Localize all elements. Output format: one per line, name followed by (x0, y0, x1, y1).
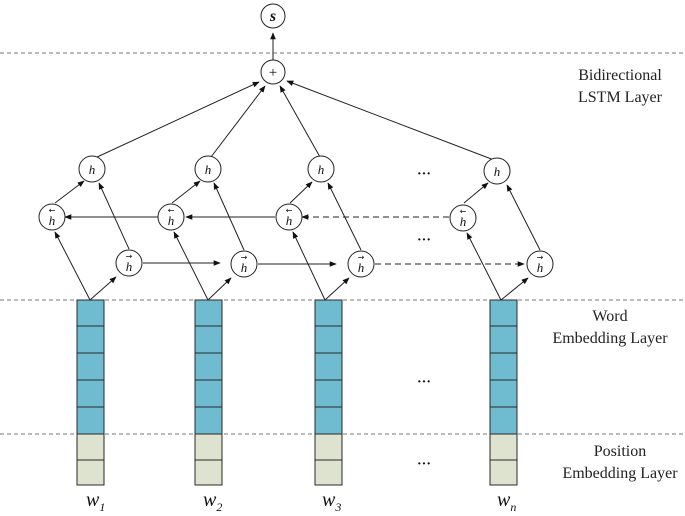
edge-backward3-to-h3 (289, 181, 313, 204)
ellipsis-word-embedding: ··· (417, 375, 431, 390)
backward-node-3-arrow: ← (286, 206, 293, 215)
edge-embn-to-forward (500, 277, 529, 301)
embedding-column-3 (314, 299, 343, 486)
edge-emb3-to-backward (292, 231, 326, 301)
word-label-3: w3 (322, 489, 341, 514)
combine-node (260, 59, 286, 85)
edge-emb2-to-backward (173, 231, 209, 301)
ellipsis-position-embedding: ··· (417, 457, 431, 472)
backward-node-2-label: h (168, 213, 175, 228)
backward-node-1-arrow: ← (49, 206, 56, 215)
forward-node-2: → h (230, 250, 258, 278)
output-node-label: s (269, 8, 276, 25)
position-layer-label-line2: Embedding Layer (562, 465, 678, 482)
hidden-node-n: h (483, 157, 511, 185)
forward-node-n-label: h (537, 260, 544, 275)
backward-node-3-label: h (286, 213, 293, 228)
embedding-column-n (489, 299, 518, 486)
edge-forward3-to-h3 (327, 182, 362, 251)
word-label-2: w2 (203, 489, 222, 514)
forward-node-n: → h (526, 250, 554, 278)
edge-emb1-to-backward (54, 231, 91, 301)
output-node (260, 3, 286, 29)
word-layer-label-line1: Word (592, 308, 627, 325)
backward-node-2-arrow: ← (168, 206, 175, 215)
forward-node-1-label: h (126, 259, 133, 274)
backward-node-2: ← h (157, 203, 185, 231)
hidden-node-n-label: h (494, 164, 501, 179)
forward-node-1: → h (115, 249, 143, 277)
backward-node-n-arrow: ← (460, 207, 467, 216)
position-layer-label-line1: Position (594, 443, 646, 460)
word-layer-label-line2: Embedding Layer (552, 330, 668, 347)
edge-h3-to-plus (279, 85, 321, 158)
hidden-node-3-label: h (318, 162, 325, 177)
forward-node-1-arrow: → (126, 252, 133, 261)
word-label-n: wn (497, 489, 516, 514)
combine-node-label: + (269, 65, 277, 81)
backward-node-n: ← h (449, 204, 477, 232)
ellipsis-lstm: ··· (417, 233, 431, 248)
edge-backward1-to-h1 (54, 180, 85, 204)
word-label-1: w1 (86, 489, 105, 514)
forward-node-2-label: h (241, 260, 248, 275)
hidden-node-2-label: h (205, 162, 212, 177)
embedding-column-1 (76, 299, 105, 486)
edge-forward1-to-h1 (98, 182, 130, 250)
edge-backward2-to-h2 (171, 180, 201, 204)
bilstm-layer-label-line2: LSTM Layer (578, 89, 663, 106)
forward-node-3-label: h (358, 260, 365, 275)
edge-embn-to-backward (466, 232, 502, 301)
backward-node-1-label: h (49, 213, 56, 228)
hidden-node-2: h (194, 155, 222, 183)
edge-h1-to-plus (94, 81, 260, 159)
edge-emb3-to-forward (324, 277, 350, 301)
embedding-column-2 (194, 299, 223, 486)
ellipsis-hidden: ··· (417, 167, 431, 182)
hidden-node-3: h (307, 155, 335, 183)
forward-node-3-arrow: → (358, 253, 365, 262)
bilstm-layer-label-line1: Bidirectional (578, 67, 662, 84)
backward-node-1: ← h (38, 203, 66, 231)
hidden-node-1: h (78, 155, 106, 183)
edge-backwardn-to-hn (463, 182, 489, 204)
hidden-node-1-label: h (89, 162, 96, 177)
edge-forward2-to-h2 (213, 182, 245, 251)
forward-node-n-arrow: → (537, 253, 544, 262)
edge-emb1-to-forward (89, 276, 117, 301)
edge-hn-to-plus (286, 80, 495, 161)
edge-forwardn-to-hn (506, 184, 541, 251)
backward-node-3: ← h (275, 203, 303, 231)
forward-node-3: → h (347, 250, 375, 278)
backward-node-n-label: h (460, 214, 467, 229)
edge-emb2-to-forward (207, 277, 232, 301)
forward-node-2-arrow: → (241, 253, 248, 262)
edge-h2-to-plus (210, 85, 266, 158)
